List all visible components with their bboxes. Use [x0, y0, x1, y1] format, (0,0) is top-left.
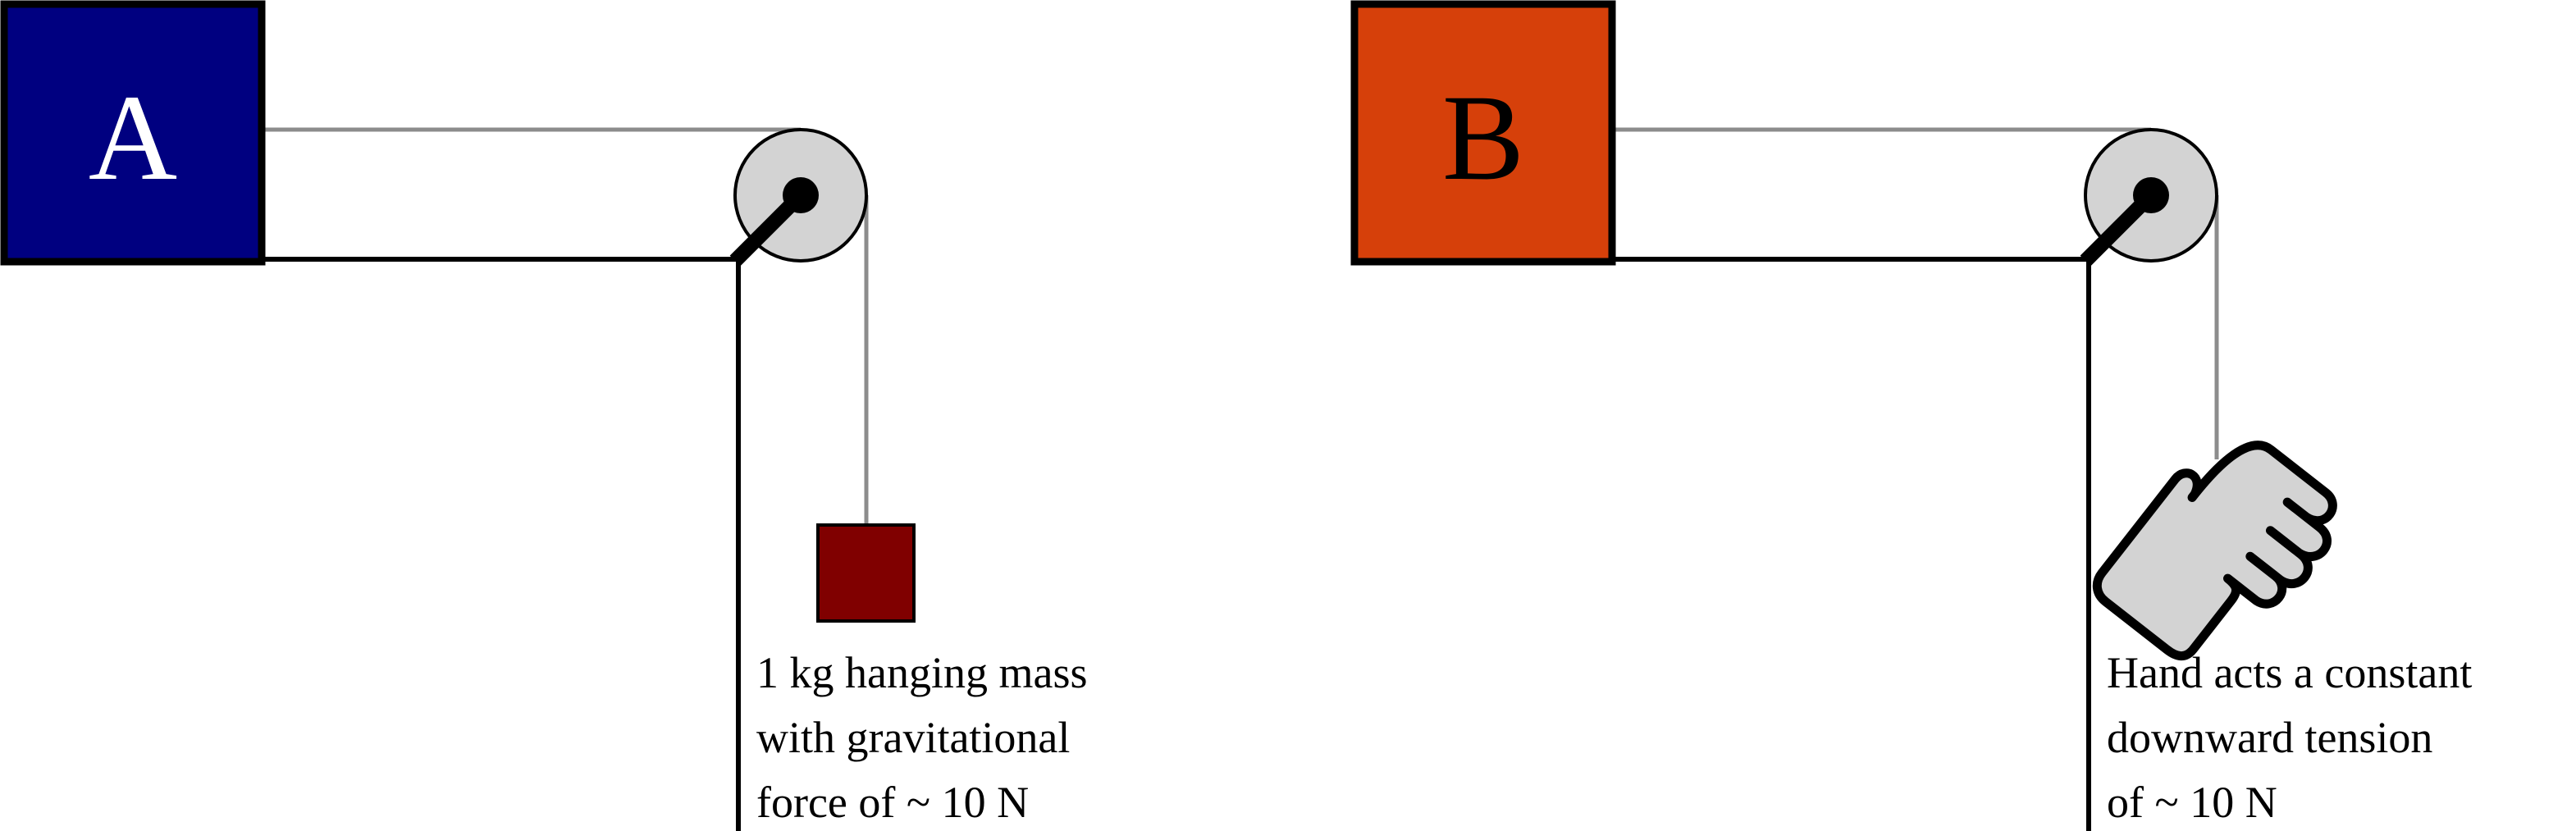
block-a-label: A	[89, 70, 177, 206]
caption-b: Hand acts a constant downward tension of…	[2107, 648, 2483, 827]
caption-b-line-1: Hand acts a constant	[2107, 648, 2472, 697]
pulley-axle-b	[2133, 177, 2169, 213]
pulley-axle-a	[783, 177, 819, 213]
caption-a-line-3: force of ~ 10 N	[756, 778, 1029, 827]
block-a	[0, 0, 266, 266]
block-b	[1350, 0, 1616, 266]
block-b-label: B	[1442, 70, 1524, 206]
caption-b-line-3: of ~ 10 N	[2107, 778, 2277, 827]
caption-a-line-2: with gravitational	[756, 713, 1070, 762]
caption-b-line-2: downward tension	[2107, 713, 2432, 762]
caption-a: 1 kg hanging mass with gravitational for…	[756, 648, 1098, 827]
panel-b: B Hand acts a constant downward tension …	[1350, 0, 2483, 831]
panel-a: A 1 kg hanging mass with gravitational f…	[0, 0, 1098, 831]
hand-pulling-icon	[2092, 441, 2337, 661]
caption-a-line-1: 1 kg hanging mass	[756, 648, 1087, 697]
hanging-mass	[816, 523, 916, 623]
